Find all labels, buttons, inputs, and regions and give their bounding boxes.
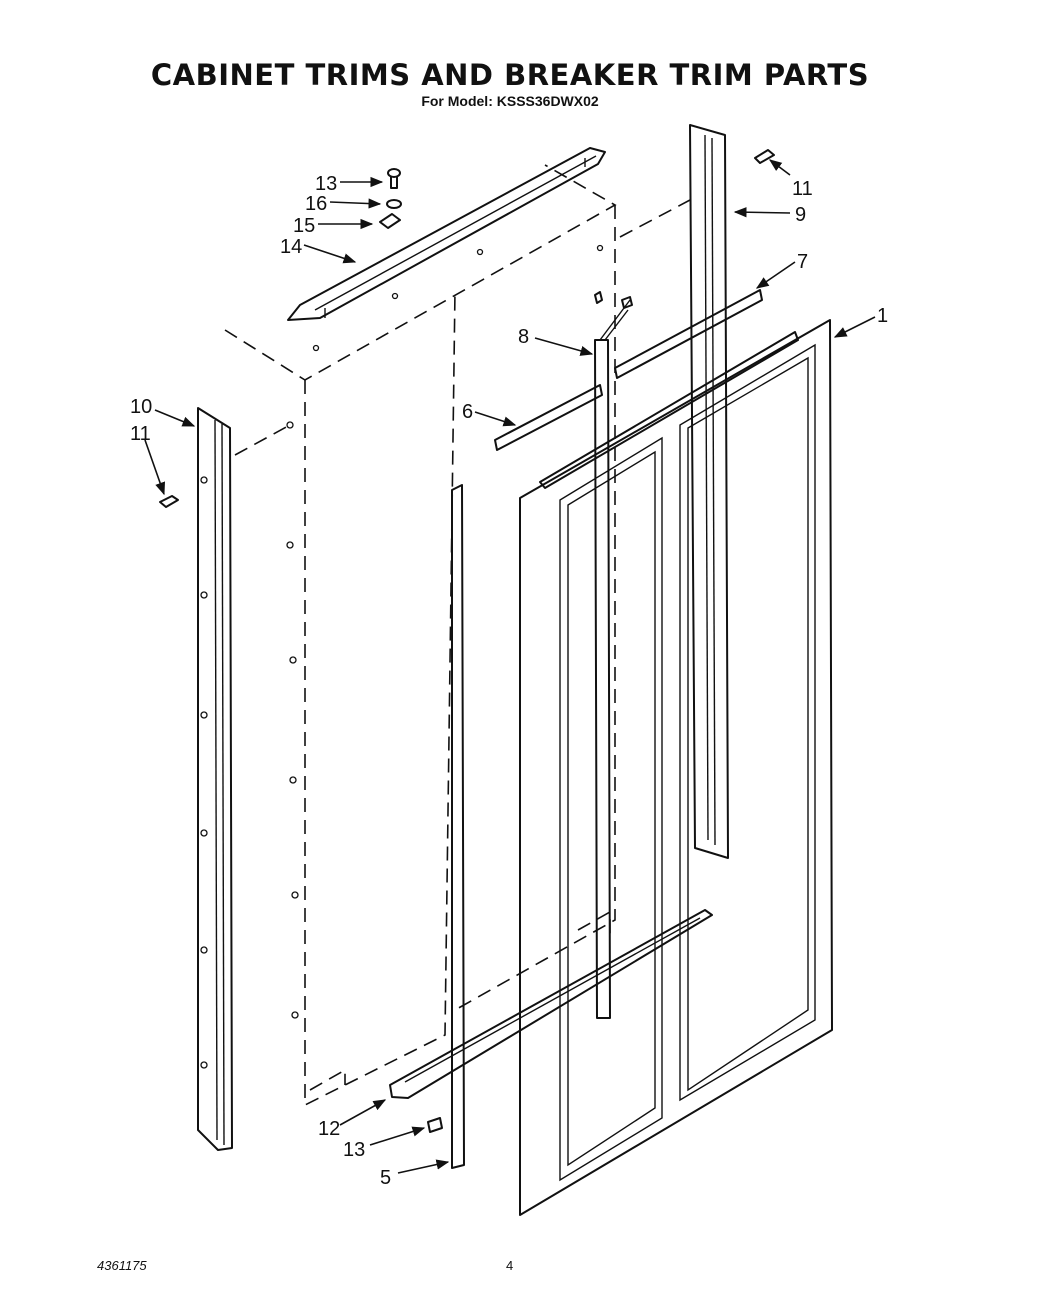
top-trim-channel-part-14 bbox=[287, 147, 606, 321]
callout-6: 6 bbox=[462, 401, 473, 423]
callout-13-top: 13 bbox=[315, 173, 337, 195]
page-title: CABINET TRIMS AND BREAKER TRIM PARTS bbox=[150, 58, 870, 92]
vertical-bar-part-5 bbox=[451, 484, 465, 1169]
callout-11-left: 11 bbox=[130, 423, 151, 445]
left-trim-guide bbox=[234, 424, 291, 456]
front-frame-part-1 bbox=[519, 319, 833, 1216]
right-vertical-trim-part-9 bbox=[689, 124, 729, 859]
right-trim-guide bbox=[619, 199, 691, 238]
callout-5: 5 bbox=[380, 1167, 391, 1189]
left-side-trim-part-10 bbox=[197, 407, 233, 1151]
callout-1: 1 bbox=[877, 305, 888, 327]
cabinet-outline bbox=[224, 164, 617, 1107]
top-screw-part-11 bbox=[754, 149, 775, 164]
document-number: 4361175 bbox=[97, 1258, 147, 1273]
left-screw-part-11 bbox=[159, 495, 179, 508]
callout-8: 8 bbox=[518, 326, 529, 348]
bottom-screw-part-13 bbox=[427, 1117, 443, 1133]
callout-7: 7 bbox=[797, 251, 808, 273]
callout-leaders bbox=[144, 159, 876, 1174]
bottom-channel-part-12 bbox=[389, 909, 713, 1099]
callout-15: 15 bbox=[293, 215, 315, 237]
page-number: 4 bbox=[506, 1258, 514, 1273]
model-subtitle: For Model: KSSS36DWX02 bbox=[421, 93, 599, 109]
callout-14: 14 bbox=[280, 236, 302, 258]
callout-12: 12 bbox=[318, 1118, 340, 1140]
callout-10: 10 bbox=[130, 396, 152, 418]
callout-16: 16 bbox=[305, 193, 327, 215]
breaker-strip-part-7 bbox=[614, 289, 763, 379]
heater-strip-part-8 bbox=[594, 291, 633, 1019]
callout-9: 9 bbox=[795, 204, 806, 226]
callout-13-bottom: 13 bbox=[343, 1139, 365, 1161]
breaker-strip-part-6 bbox=[494, 384, 603, 451]
top-hardware-stack bbox=[379, 168, 402, 229]
callout-11-top: 11 bbox=[792, 178, 813, 200]
